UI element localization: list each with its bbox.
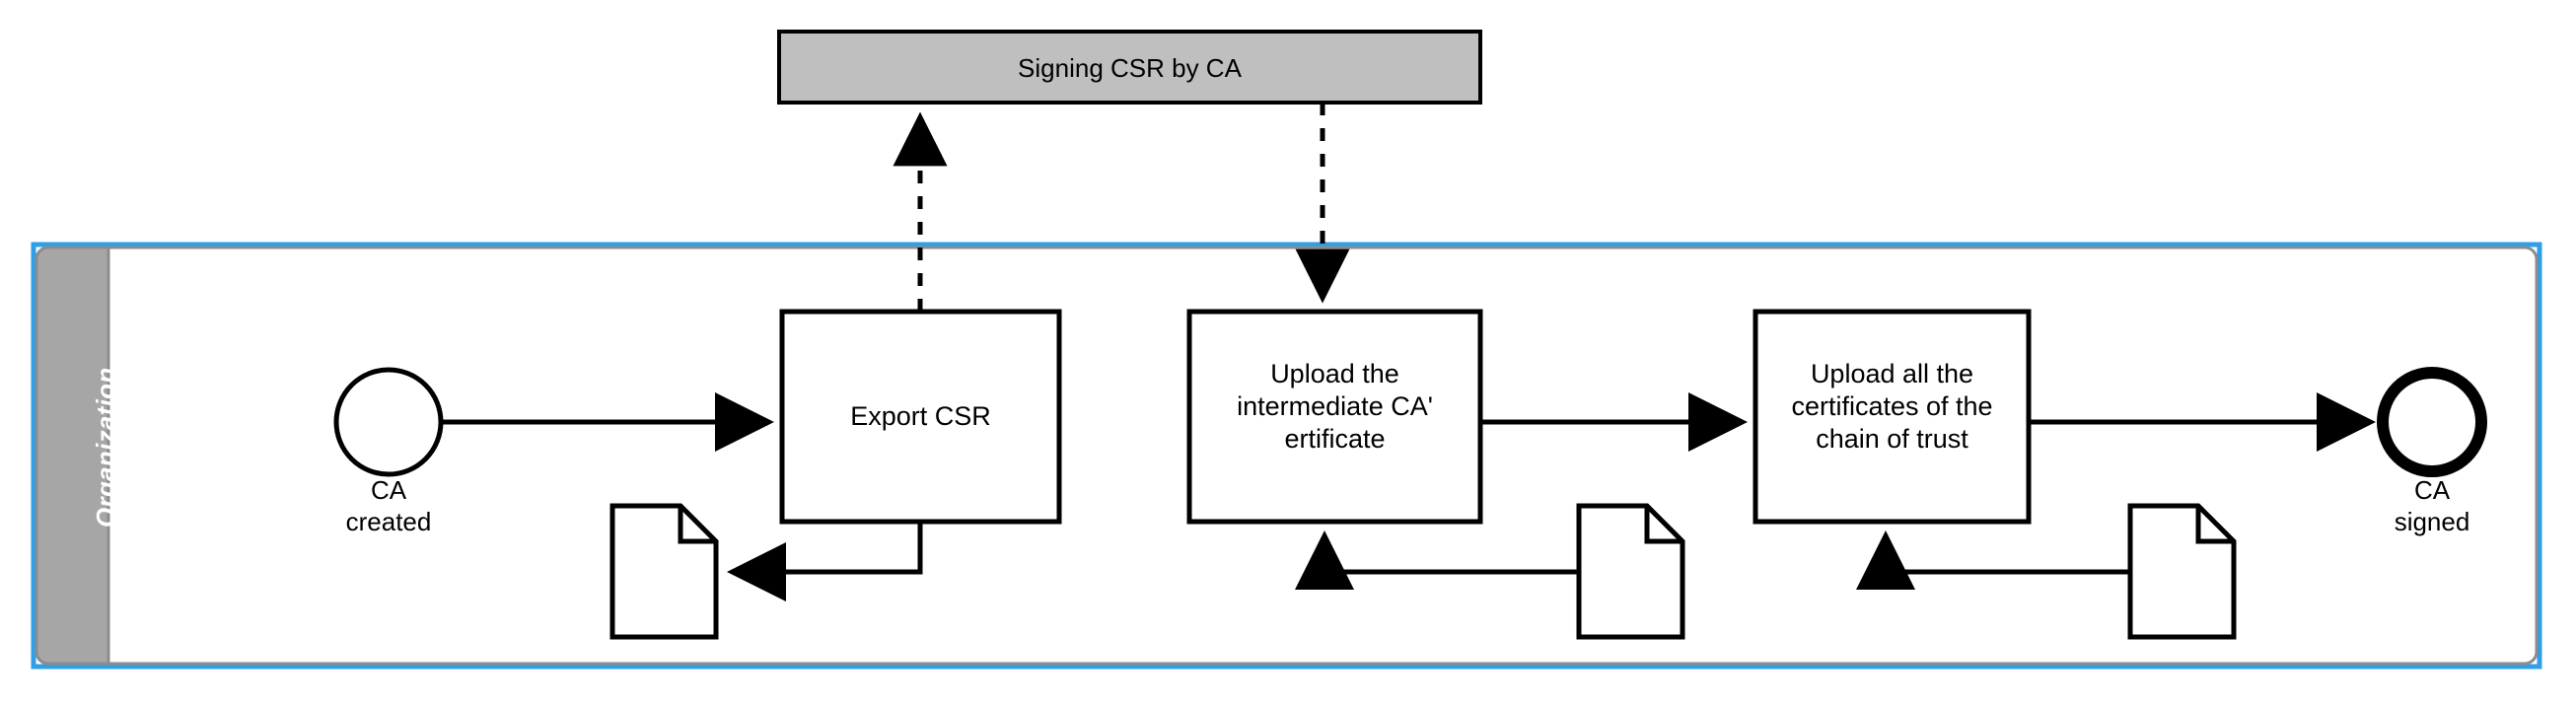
data-association-doc2-to-upload-intermediate[interactable] — [1295, 530, 1579, 590]
data-object-1[interactable] — [609, 503, 719, 640]
task-export-csr-label: Export CSR — [850, 401, 991, 431]
task-export-csr-box[interactable] — [779, 309, 1062, 525]
data-association-doc3-to-upload-chain[interactable] — [1856, 530, 2130, 590]
task-upload-intermediate-box[interactable] — [1186, 309, 1483, 525]
data-association-export-to-doc1[interactable] — [727, 522, 923, 601]
data-object-3[interactable] — [2127, 503, 2237, 640]
data-object-2[interactable] — [1576, 503, 1685, 640]
task-upload-chain-label: Upload all the certificates of the chain… — [1791, 359, 1993, 454]
end-event-ca-signed[interactable] — [2377, 367, 2487, 477]
task-upload-chain-box[interactable] — [1753, 309, 2032, 525]
lane-label-organization: Organization — [91, 367, 120, 529]
end-event-label: CA signed — [2394, 475, 2470, 536]
start-event-ca-created[interactable] — [333, 367, 444, 477]
task-upload-intermediate-label: Upload the intermediate CA' ertificate — [1237, 359, 1433, 454]
collapsed-pool-label: Signing CSR by CA — [1018, 53, 1242, 83]
start-event-label: CA created — [345, 475, 432, 536]
pool-selection-border[interactable] — [31, 242, 2542, 670]
collapsed-pool-signing[interactable] — [777, 30, 1482, 105]
